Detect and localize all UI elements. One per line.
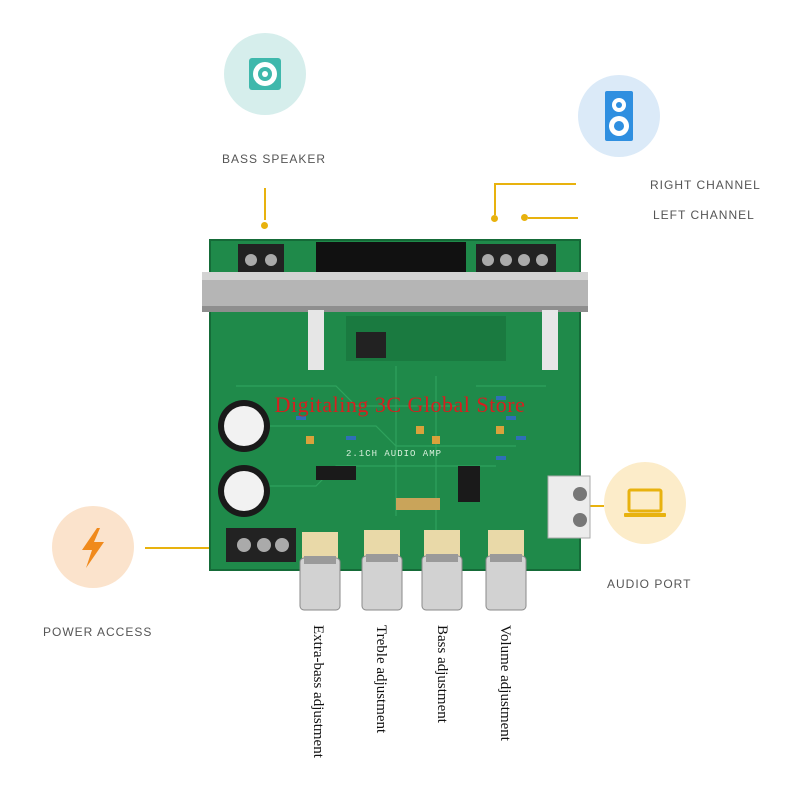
- left-channel-connector-line: [528, 217, 578, 219]
- right-channel-connector-line-h: [494, 183, 576, 185]
- lightning-icon: [82, 528, 104, 568]
- power-icon-circle: [52, 506, 134, 588]
- laptop-icon: [624, 488, 666, 517]
- right-channel-connector-dot: [491, 215, 498, 222]
- power-access-label: POWER ACCESS: [43, 625, 153, 639]
- channel-speaker-icon-circle: [578, 75, 660, 157]
- amplifier-board: 2.1CH AUDIO AMP: [202, 239, 591, 611]
- right-channel-connector-line-v: [494, 183, 496, 215]
- tower-speaker-icon: [605, 91, 633, 141]
- audio-input-jack: [547, 475, 591, 539]
- pcb-silkscreen: 2.1CH AUDIO AMP: [346, 449, 442, 459]
- bass-terminal-block: [238, 244, 284, 276]
- speaker-icon: [249, 58, 281, 90]
- bass-speaker-label: BASS SPEAKER: [222, 152, 327, 166]
- audio-port-icon-circle: [604, 462, 686, 544]
- extra-bass-label: Extra-bass adjustment: [310, 625, 326, 758]
- potentiometers: [299, 530, 527, 611]
- audio-port-connector-line: [584, 505, 604, 507]
- right-channel-label: RIGHT CHANNEL: [650, 178, 761, 192]
- treble-label: Treble adjustment: [373, 625, 389, 734]
- bass-label: Bass adjustment: [434, 625, 450, 723]
- left-channel-label: LEFT CHANNEL: [653, 208, 755, 222]
- bass-speaker-connector-line: [264, 188, 266, 220]
- store-watermark: Digitaling 3C Global Store: [274, 392, 526, 417]
- volume-label: Volume adjustment: [497, 625, 513, 741]
- audio-port-label: AUDIO PORT: [607, 577, 692, 591]
- bass-speaker-connector-dot: [261, 222, 268, 229]
- left-channel-connector-dot: [521, 214, 528, 221]
- power-connector-line: [145, 547, 225, 549]
- bass-speaker-icon-circle: [224, 33, 306, 115]
